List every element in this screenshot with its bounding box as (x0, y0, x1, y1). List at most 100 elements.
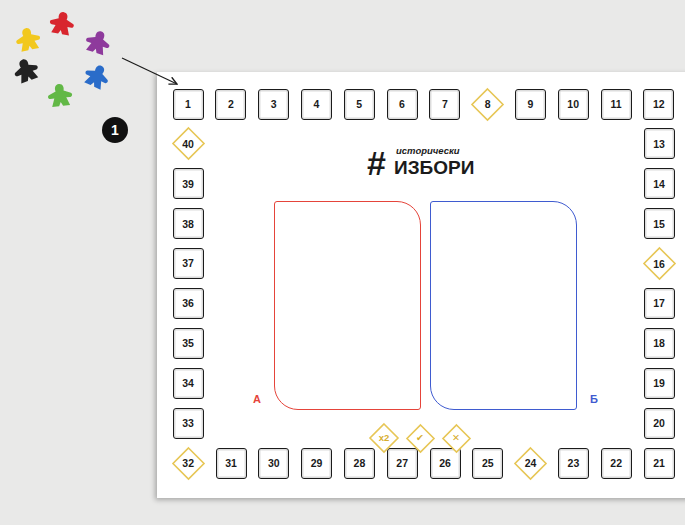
square-number: 40 (182, 138, 194, 150)
square-number: 23 (568, 457, 580, 469)
yellow-meeple (14, 26, 42, 53)
track-square: 36 (173, 288, 204, 319)
diamond-shape (173, 448, 204, 479)
track-square: 6 (387, 89, 418, 120)
square-number: 22 (610, 457, 622, 469)
purple-meeple (83, 28, 113, 56)
zone-letter: Б (590, 393, 598, 406)
square-number: 37 (182, 257, 194, 269)
track-square: 39 (173, 168, 204, 199)
track-square: 9 (515, 89, 546, 120)
track-square: 22 (601, 448, 632, 479)
square-number: 9 (527, 98, 533, 110)
bonus-diamond: 40 (172, 127, 205, 160)
square-number: 30 (268, 457, 280, 469)
bonus-diamond: 32 (172, 447, 205, 480)
square-number: 17 (653, 297, 665, 309)
square-number: 1 (185, 98, 191, 110)
bonus-diamond: 8 (471, 88, 504, 121)
track-square: 23 (558, 448, 589, 479)
green-meeple (47, 83, 73, 107)
leader-arrow (122, 58, 177, 84)
square-number: 38 (182, 218, 194, 230)
square-number: 10 (567, 98, 579, 110)
answer-zone: А (274, 201, 421, 410)
square-number: 19 (653, 377, 665, 389)
square-number: 39 (182, 178, 194, 190)
track-square: 20 (644, 408, 675, 439)
track-square: 19 (644, 368, 675, 399)
blue-meeple (81, 61, 112, 91)
square-number: 11 (610, 98, 621, 110)
label-holder: исторически (396, 146, 460, 156)
diamond-shape (472, 89, 503, 120)
square-number: 26 (439, 457, 451, 469)
label-holder: # (367, 146, 386, 180)
track-square: 12 (643, 89, 674, 120)
square-number: 34 (182, 377, 194, 389)
logo-title: ИЗБОРИ (394, 158, 474, 177)
track-square: 35 (173, 328, 204, 359)
zone-letter: А (253, 393, 261, 406)
action-symbol: x2 (379, 433, 390, 444)
track-square: 33 (173, 408, 204, 439)
action-diamond: ✔ (406, 424, 435, 453)
square-number: 6 (399, 98, 405, 110)
square-number: 18 (653, 337, 665, 349)
square-number: 36 (182, 297, 194, 309)
logo-word: исторически (396, 146, 460, 156)
diamond-shape (515, 448, 546, 479)
track-square: 25 (472, 448, 503, 479)
square-number: 16 (653, 258, 665, 270)
square-number: 35 (182, 337, 194, 349)
bonus-diamond: 16 (643, 247, 676, 280)
track-square: 30 (258, 448, 289, 479)
action-diamond: x2 (369, 423, 399, 453)
track-square: 21 (644, 448, 675, 479)
square-number: 13 (653, 138, 665, 150)
square-number: 29 (311, 457, 323, 469)
action-symbol: ✔ (416, 433, 424, 444)
track-square: 27 (387, 448, 418, 479)
square-number: 32 (182, 457, 194, 469)
logo-hash: # (367, 146, 386, 180)
square-number: 15 (653, 218, 665, 230)
diamond-shape (443, 425, 470, 452)
track-square: 11 (601, 89, 632, 120)
square-number: 5 (356, 98, 362, 110)
square-number: 4 (313, 98, 319, 110)
diamond-shape (370, 424, 398, 452)
square-number: 25 (482, 457, 494, 469)
black-meeple (11, 56, 41, 85)
label-holder: ИЗБОРИ (394, 158, 474, 177)
track-square: 4 (301, 89, 332, 120)
red-meeple (48, 10, 76, 36)
square-number: 27 (396, 457, 408, 469)
track-square: 34 (173, 368, 204, 399)
diamond-shape (407, 425, 434, 452)
track-square: 18 (644, 328, 675, 359)
callout-circle: 1 (102, 117, 128, 143)
square-number: 3 (271, 98, 277, 110)
action-symbol: ✕ (452, 433, 460, 444)
track-square: 28 (344, 448, 375, 479)
track-square: 2 (215, 89, 246, 120)
diamond-shape (173, 128, 204, 159)
track-square: 29 (301, 448, 332, 479)
track-square: 1 (173, 89, 204, 120)
square-number: 14 (653, 178, 665, 190)
square-number: 7 (442, 98, 448, 110)
square-number: 24 (525, 457, 537, 469)
track-square: 3 (258, 89, 289, 120)
diamond-shape (644, 248, 675, 279)
square-number: 20 (653, 417, 665, 429)
track-square: 15 (644, 208, 675, 239)
track-square: 7 (429, 89, 460, 120)
callout-number: 1 (111, 122, 119, 138)
track-square: 10 (558, 89, 589, 120)
answer-zone: Б (430, 201, 577, 410)
track-square: 37 (173, 248, 204, 279)
track-square: 14 (644, 168, 675, 199)
